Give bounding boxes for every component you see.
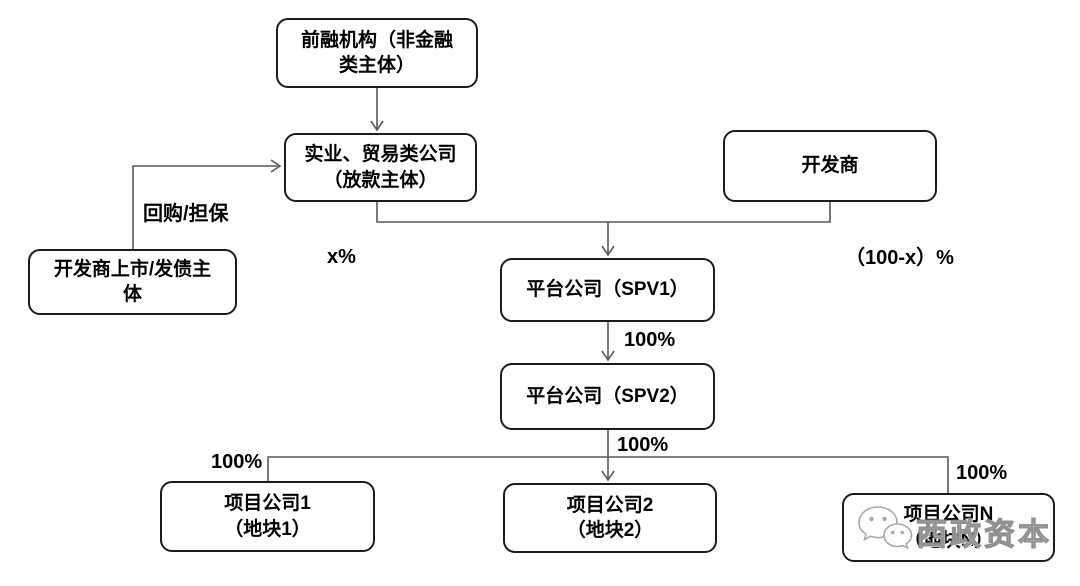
node-project-company-1: 项目公司1 （地块1） [160, 481, 375, 552]
label-100pct-projectN: 100% [956, 462, 1008, 484]
node-developer: 开发商 [723, 130, 937, 202]
label-100-minus-x-percent: （100-x）% [845, 247, 954, 269]
arrowhead-down-spv2 [601, 350, 615, 362]
node-label: 前融机构（非金融 [300, 29, 453, 51]
node-label: 体 [122, 284, 142, 305]
node-label: 实业、贸易类公司 [304, 144, 457, 166]
node-project-company-2: 项目公司2 （地块2） [503, 483, 717, 553]
node-label: 项目公司2 [566, 494, 654, 516]
arrowhead-right-lender [270, 159, 282, 173]
node-pre-financing-institution: 前融机构（非金融 类主体） [276, 18, 478, 88]
node-lending-entity: 实业、贸易类公司 （放款主体） [284, 133, 477, 202]
node-label: 开发商上市/发债主 [53, 258, 212, 280]
label-100pct-spv1-spv2: 100% [624, 329, 676, 351]
node-listed-bond-entity: 开发商上市/发债主 体 [28, 249, 237, 315]
node-label: 类主体） [338, 55, 415, 76]
edge-lender-developer-join [376, 202, 831, 223]
node-label: 平台公司（SPV1） [526, 279, 689, 301]
edge-listed-to-lender [132, 165, 278, 249]
node-label: 项目公司N [903, 504, 994, 526]
node-label: （地块2） [566, 520, 654, 541]
label-100pct-project1: 100% [211, 451, 263, 473]
arrowhead-down-spv1 [601, 245, 615, 257]
node-label: （地块1） [224, 518, 311, 540]
arrowhead-down-project2 [601, 470, 615, 482]
edge-branch-projects [267, 456, 949, 493]
node-label: （地块N） [903, 529, 994, 551]
arrowhead-down-lender [370, 120, 384, 132]
node-label: （放款主体） [323, 169, 438, 191]
node-label: 项目公司1 [224, 493, 311, 515]
node-label: 平台公司（SPV2） [526, 385, 689, 407]
label-100pct-spv2-project2: 100% [617, 434, 669, 456]
label-x-percent: x% [327, 246, 356, 268]
node-label: 开发商 [801, 155, 859, 177]
node-project-company-n: 项目公司N （地块N） [842, 493, 1055, 562]
label-repurchase-guarantee: 回购/担保 [143, 203, 229, 225]
node-spv2: 平台公司（SPV2） [500, 363, 715, 430]
node-spv1: 平台公司（SPV1） [500, 258, 715, 322]
